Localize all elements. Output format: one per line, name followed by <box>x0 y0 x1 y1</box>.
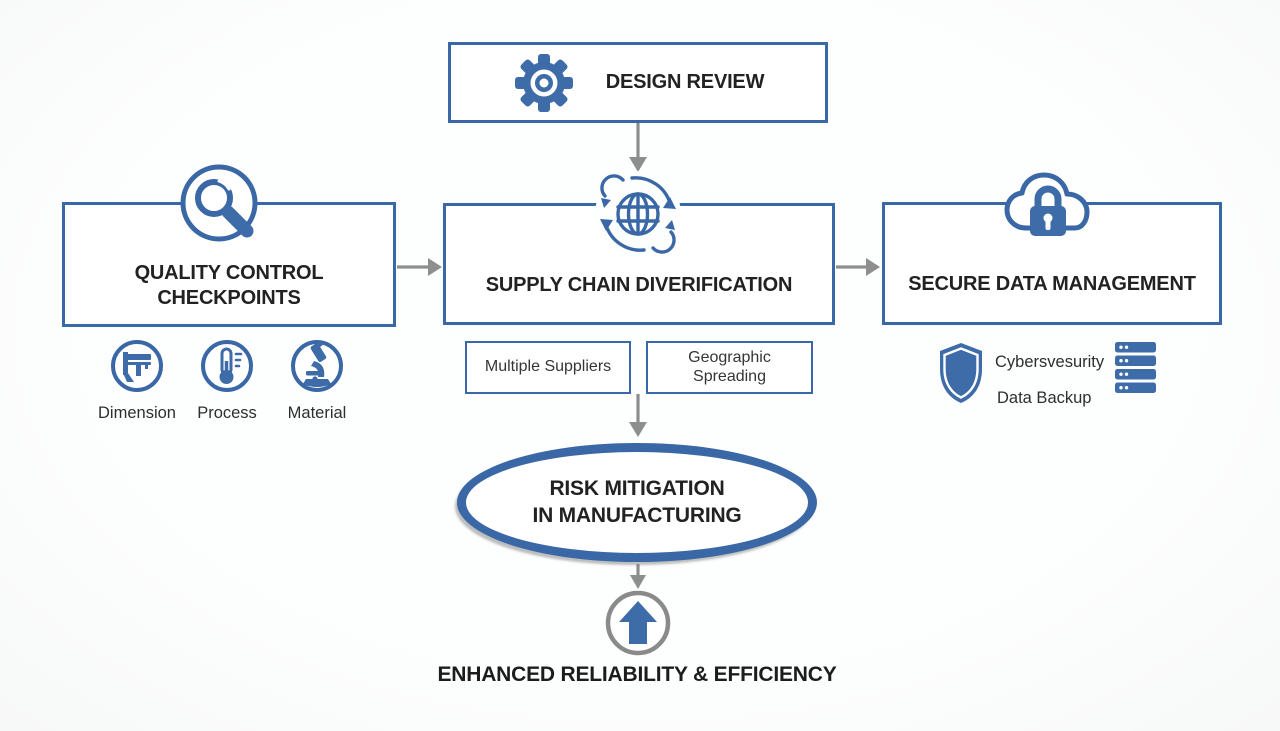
supply-subbox-geographic-spreading: Geographic Spreading <box>646 341 813 394</box>
data-backup-label: Data Backup <box>997 389 1092 407</box>
supply-subbox-multiple-suppliers: Multiple Suppliers <box>465 341 631 394</box>
quality-subitem-dimension-label: Dimension <box>98 404 176 422</box>
quality-control-label-line2: CHECKPOINTS <box>157 287 301 310</box>
risk-mitigation-label-line2: IN MANUFACTURING <box>532 503 742 527</box>
magnifier-icon <box>177 161 267 251</box>
caliper-icon <box>110 339 164 398</box>
globe-sync-icon <box>592 167 684 259</box>
up-arrow-icon <box>604 589 672 657</box>
cloud-lock-icon <box>998 168 1098 246</box>
geographic-spreading-label: Geographic Spreading <box>688 349 771 385</box>
quality-subitem-material: Material <box>271 339 363 423</box>
quality-subitem-process-label: Process <box>197 404 257 422</box>
arrowhead-design-to-supply <box>629 157 647 172</box>
secure-data-label: SECURE DATA MANAGEMENT <box>908 273 1196 296</box>
server-icon <box>1113 341 1158 395</box>
quality-subitem-material-label: Material <box>287 404 347 422</box>
node-risk-mitigation: RISK MITIGATION IN MANUFACTURING <box>457 443 817 562</box>
microscope-icon <box>290 339 344 398</box>
arrowhead-quality-to-supply <box>428 258 442 276</box>
shield-icon <box>937 341 985 405</box>
enhanced-reliability-label: ENHANCED RELIABILITY & EFFICIENCY <box>437 663 837 686</box>
thermometer-icon <box>200 339 254 398</box>
arrowhead-supply-to-risk <box>629 422 647 437</box>
cybersecurity-label: Cybersvesurity <box>995 353 1105 371</box>
arrowhead-risk-to-result <box>630 575 646 589</box>
quality-subitem-process: Process <box>181 339 273 423</box>
quality-subitem-dimension: Dimension <box>91 339 183 423</box>
risk-mitigation-label-line1: RISK MITIGATION <box>549 476 725 500</box>
multiple-suppliers-label: Multiple Suppliers <box>484 358 612 376</box>
node-quality-control: QUALITY CONTROL CHECKPOINTS <box>62 202 396 327</box>
design-review-label: DESIGN REVIEW <box>605 70 765 93</box>
quality-control-label-line1: QUALITY CONTROL <box>134 261 324 284</box>
node-design-review: DESIGN REVIEW <box>448 42 828 123</box>
gear-icon <box>512 51 576 115</box>
arrowhead-supply-to-secure <box>866 258 880 276</box>
supply-chain-label: SUPPLY CHAIN DIVERIFICATION <box>485 274 793 297</box>
